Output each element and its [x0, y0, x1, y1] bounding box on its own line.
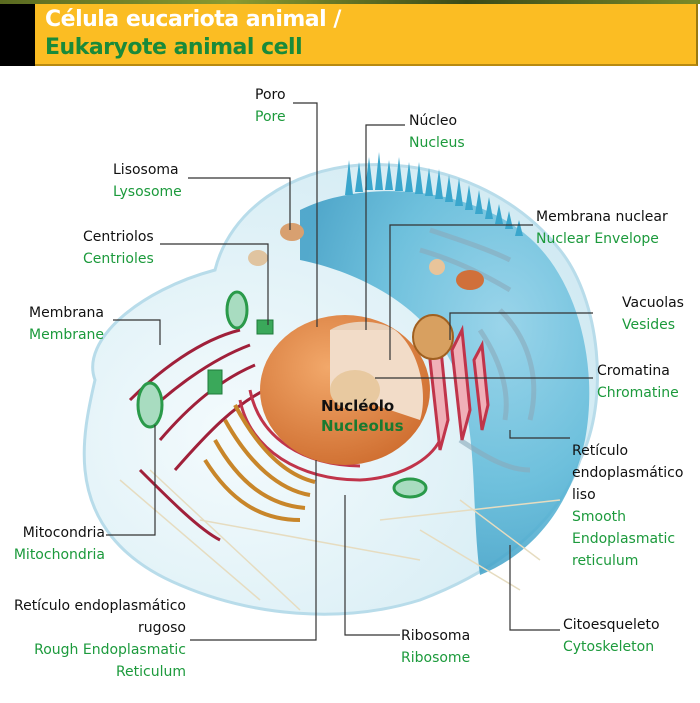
- label-membrane: Membrana Membrane: [29, 302, 104, 346]
- centrioles: [207, 319, 274, 395]
- label-nucleus-en: Nucleus: [409, 135, 465, 151]
- label-rough-er-en-1: Rough Endoplasmatic: [34, 642, 186, 658]
- label-cytoskeleton-es: Citoesqueleto: [563, 617, 660, 633]
- label-lysosome-en: Lysosome: [113, 184, 182, 200]
- title-english: Eukaryote animal cell: [45, 35, 303, 60]
- golgi-apparatus: [203, 404, 316, 522]
- label-mitochondria: Mitocondria Mitochondria: [5, 522, 105, 566]
- label-pore-en: Pore: [255, 109, 286, 125]
- label-centrioles-es: Centriolos: [83, 229, 154, 245]
- label-nucleus: Núcleo Nucleus: [409, 110, 465, 154]
- rough-er-around-nucleus: [238, 324, 490, 482]
- nucleus: [260, 315, 430, 465]
- top-decorative-strip: [0, 0, 700, 4]
- label-mitochondria-es: Mitocondria: [22, 525, 105, 541]
- mitochondria: [136, 290, 428, 499]
- label-rough-er: Retículo endoplasmático rugoso Rough End…: [0, 595, 186, 683]
- label-smooth-er-es-3: liso: [572, 487, 596, 503]
- leader-lines: [106, 102, 593, 641]
- microvilli: [345, 152, 523, 236]
- label-smooth-er-es-2: endoplasmático: [572, 465, 684, 481]
- label-nucleus-es: Núcleo: [409, 113, 458, 129]
- label-cytoskeleton: Citoesqueleto Cytoskeleton: [563, 614, 660, 658]
- label-vesicles-en: Vesides: [622, 317, 676, 333]
- label-nucleolus-en: Nucleolus: [321, 417, 404, 435]
- label-chromatin-es: Cromatina: [597, 363, 670, 379]
- label-membrane-en: Membrane: [29, 327, 105, 343]
- label-vesicles: Vacuolas Vesides: [622, 292, 684, 336]
- label-mitochondria-en: Mitochondria: [13, 547, 105, 563]
- label-smooth-er-en-3: reticulum: [572, 553, 639, 569]
- label-centrioles: Centriolos Centrioles: [83, 226, 154, 270]
- label-nucleolus: Nucléolo Nucleolus: [321, 396, 404, 436]
- label-nuclear-envelope: Membrana nuclear Nuclear Envelope: [536, 206, 668, 250]
- lysosomes: [248, 223, 484, 290]
- label-vesicles-es: Vacuolas: [622, 295, 684, 311]
- label-rough-er-en-2: Reticulum: [115, 664, 186, 680]
- label-lysosome: Lisosoma Lysosome: [113, 159, 182, 203]
- label-centrioles-en: Centrioles: [83, 251, 154, 267]
- label-smooth-er: Retículo endoplasmático liso Smooth Endo…: [572, 440, 683, 572]
- label-chromatin: Cromatina Chromatine: [597, 360, 679, 404]
- label-nuclear-envelope-en: Nuclear Envelope: [536, 231, 659, 247]
- title-banner: Célula eucariota animal / Eukaryote anim…: [35, 4, 698, 66]
- vesicle: [412, 314, 454, 360]
- label-smooth-er-en-2: Endoplasmatic: [572, 531, 676, 547]
- cytoplasm: [300, 191, 590, 576]
- label-ribosome-en: Ribosome: [401, 650, 471, 666]
- label-ribosome: Ribosoma Ribosome: [401, 625, 470, 669]
- label-pore: Poro Pore: [255, 84, 286, 128]
- label-membrane-es: Membrana: [29, 305, 105, 321]
- smooth-er: [419, 227, 537, 473]
- label-smooth-er-es-1: Retículo: [572, 443, 629, 459]
- label-cytoskeleton-en: Cytoskeleton: [563, 639, 655, 655]
- label-pore-es: Poro: [255, 87, 286, 103]
- cytoskeleton-fibers: [119, 469, 561, 611]
- label-lysosome-es: Lisosoma: [113, 162, 179, 178]
- title-spanish: Célula eucariota animal /: [45, 7, 341, 32]
- label-chromatin-en: Chromatine: [597, 385, 679, 401]
- label-nuclear-envelope-es: Membrana nuclear: [536, 209, 668, 225]
- label-nucleolus-es: Nucléolo: [321, 397, 395, 415]
- label-rough-er-es-2: rugoso: [138, 620, 186, 636]
- title-black-tab: [0, 4, 35, 66]
- label-smooth-er-en-1: Smooth: [572, 509, 627, 525]
- label-ribosome-es: Ribosoma: [401, 628, 471, 644]
- label-rough-er-es-1: Retículo endoplasmático: [13, 598, 186, 614]
